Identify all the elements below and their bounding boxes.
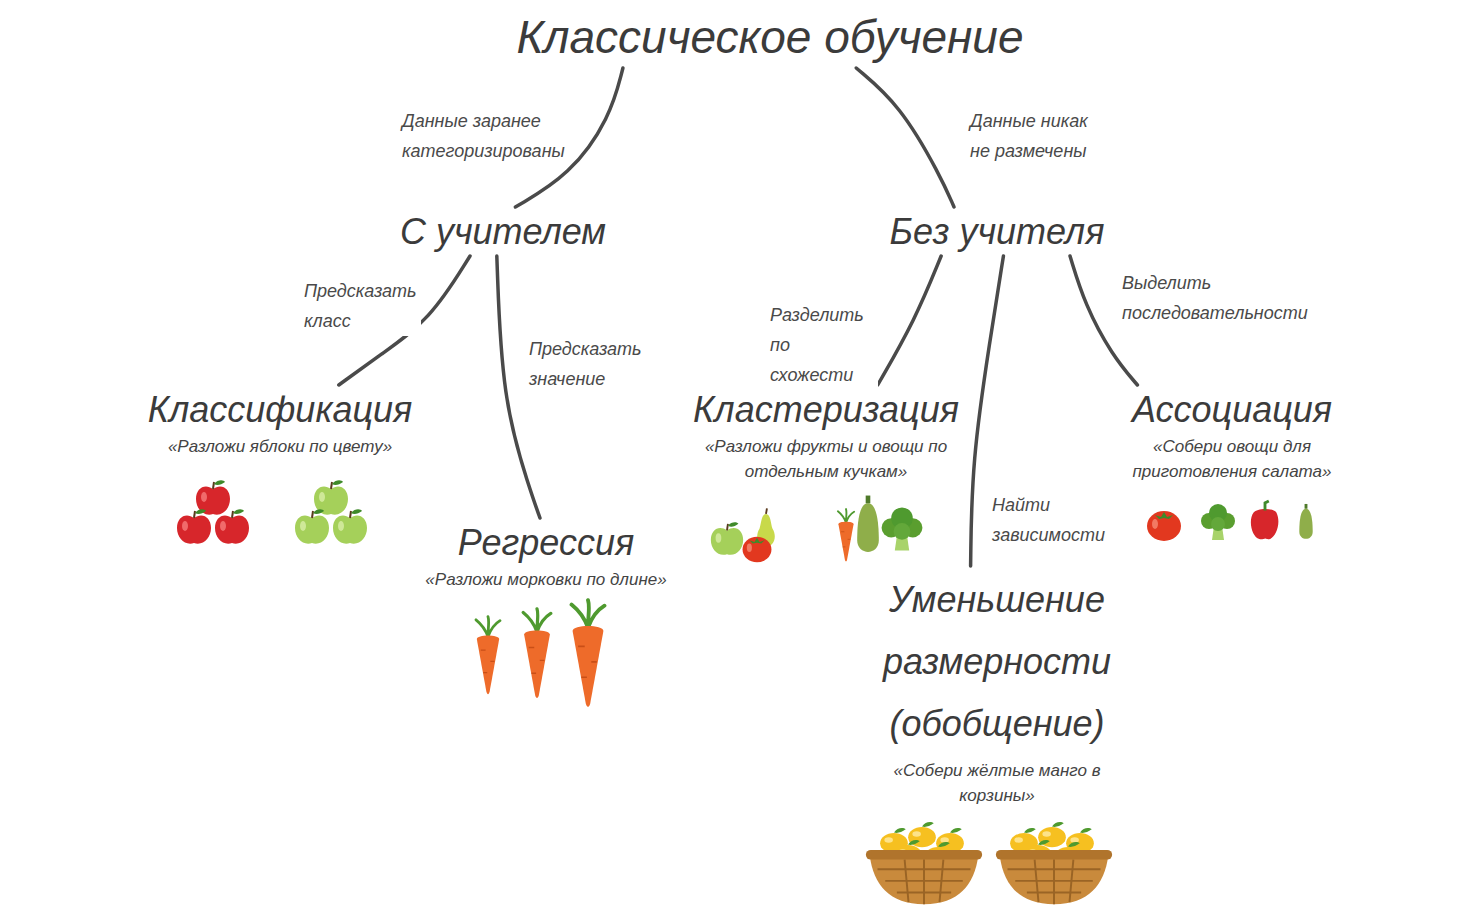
fruit-pile <box>711 508 775 562</box>
salad-vegetables <box>1147 501 1313 541</box>
category-node: Уменьшение размерности (обобщение)«Собер… <box>877 569 1117 808</box>
edge-label: Найти зависимости <box>990 490 1106 550</box>
red-apple <box>177 509 211 543</box>
category-node: Классификация «Разложи яблоки по цвету» <box>140 388 420 460</box>
carrots <box>476 600 605 707</box>
node-heading: Ассоциация <box>1122 388 1342 431</box>
node-heading: Классификация <box>140 388 420 431</box>
red-apples <box>177 480 249 543</box>
mango-basket <box>996 822 1112 904</box>
node-heading: Кластеризация <box>690 388 962 431</box>
tree-branch <box>856 68 954 207</box>
vegetable-pile <box>838 496 922 562</box>
zucchini <box>857 496 879 552</box>
carrot <box>572 600 605 707</box>
example-quote: «Собери жёлтые манго в корзины» <box>877 759 1117 808</box>
category-node: С учителем <box>400 210 606 253</box>
node-heading: Классическое обучение <box>516 10 1023 65</box>
basket <box>866 850 982 904</box>
edge-label: Выделить последовательности <box>1120 268 1304 328</box>
example-quote: «Разложи яблоки по цвету» <box>140 435 420 460</box>
green-apple <box>711 522 743 555</box>
edge-label: Предсказать класс <box>302 276 421 336</box>
category-node: Без учителя <box>890 210 1105 253</box>
edge-label: Разделить по схожести <box>768 300 878 390</box>
node-heading: С учителем <box>400 210 606 253</box>
green-apples <box>295 480 367 543</box>
green-apple <box>295 509 329 543</box>
connectors <box>339 68 1138 566</box>
edge-label: Данные никак не размечены <box>968 106 1107 166</box>
basket <box>996 850 1112 904</box>
root-node: Классическое обучение <box>516 10 1023 65</box>
mango-basket <box>866 822 982 904</box>
red-apple <box>215 509 249 543</box>
category-node: Регрессия «Разложи морковки по длине» <box>396 521 696 593</box>
node-heading: Без учителя <box>890 210 1105 253</box>
tomato <box>743 537 772 563</box>
broccoli <box>882 507 923 550</box>
category-node: Кластеризация«Разложи фрукты и овощи по … <box>690 388 962 484</box>
example-quote: «Разложи фрукты и овощи по отдельным куч… <box>690 435 962 484</box>
example-quote: «Разложи морковки по длине» <box>396 568 696 593</box>
carrot <box>523 609 551 698</box>
tree-branch <box>878 256 941 385</box>
node-heading: Уменьшение размерности (обобщение) <box>877 569 1117 755</box>
zucchini <box>1299 504 1312 539</box>
edge-label: Данные заранее категоризированы <box>400 106 564 166</box>
tomato <box>1147 511 1181 541</box>
category-node: Ассоциация«Собери овощи для приготовлени… <box>1122 388 1342 484</box>
green-apple <box>333 509 367 543</box>
carrot <box>838 509 854 561</box>
carrot <box>476 617 500 695</box>
example-quote: «Собери овощи для приготовления салата» <box>1122 435 1342 484</box>
pepper <box>1251 501 1279 539</box>
node-heading: Регрессия <box>396 521 696 564</box>
edge-label: Предсказать значение <box>527 334 653 394</box>
broccoli <box>1201 504 1235 540</box>
